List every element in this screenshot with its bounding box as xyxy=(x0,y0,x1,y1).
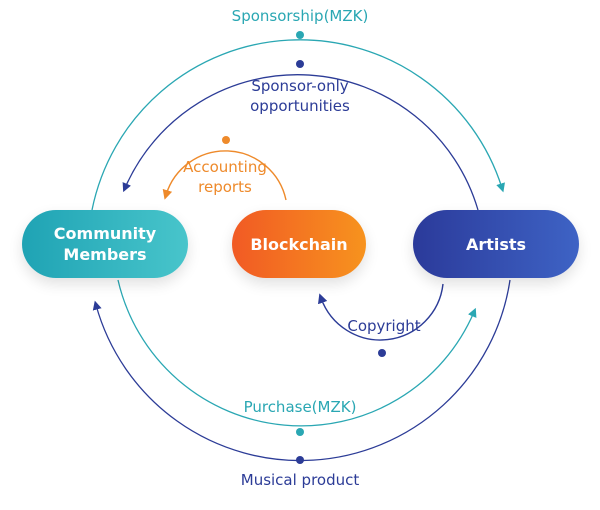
artists-label: Artists xyxy=(465,234,527,254)
accounting-dot xyxy=(222,136,230,144)
sponsor-only-dot xyxy=(296,60,304,68)
musical-product-label: Musical product xyxy=(240,471,360,489)
sponsor-only-label: Sponsor-only opportunities xyxy=(250,77,350,115)
copyright-dot xyxy=(378,349,386,357)
copyright-arc xyxy=(318,283,444,341)
sponsorship-dot xyxy=(296,31,304,39)
accounting-reports-label: Accounting reports xyxy=(183,158,267,196)
musical-product-arc xyxy=(92,279,511,462)
sponsor-only-arc xyxy=(122,74,479,211)
sponsorship-label: Sponsorship(MZK) xyxy=(231,7,369,25)
community-members-node: Community Members xyxy=(22,210,188,278)
purchase-arc xyxy=(117,279,477,427)
blockchain-node: Blockchain xyxy=(232,210,366,278)
copyright-label: Copyright xyxy=(347,317,421,335)
artists-node: Artists xyxy=(413,210,579,278)
blockchain-label: Blockchain xyxy=(250,234,348,254)
purchase-dot xyxy=(296,428,304,436)
accounting-arc xyxy=(162,150,287,201)
community-members-label: Community Members xyxy=(53,224,157,264)
sponsorship-arc xyxy=(91,39,505,211)
purchase-label: Purchase(MZK) xyxy=(243,398,357,416)
musical-product-dot xyxy=(296,456,304,464)
